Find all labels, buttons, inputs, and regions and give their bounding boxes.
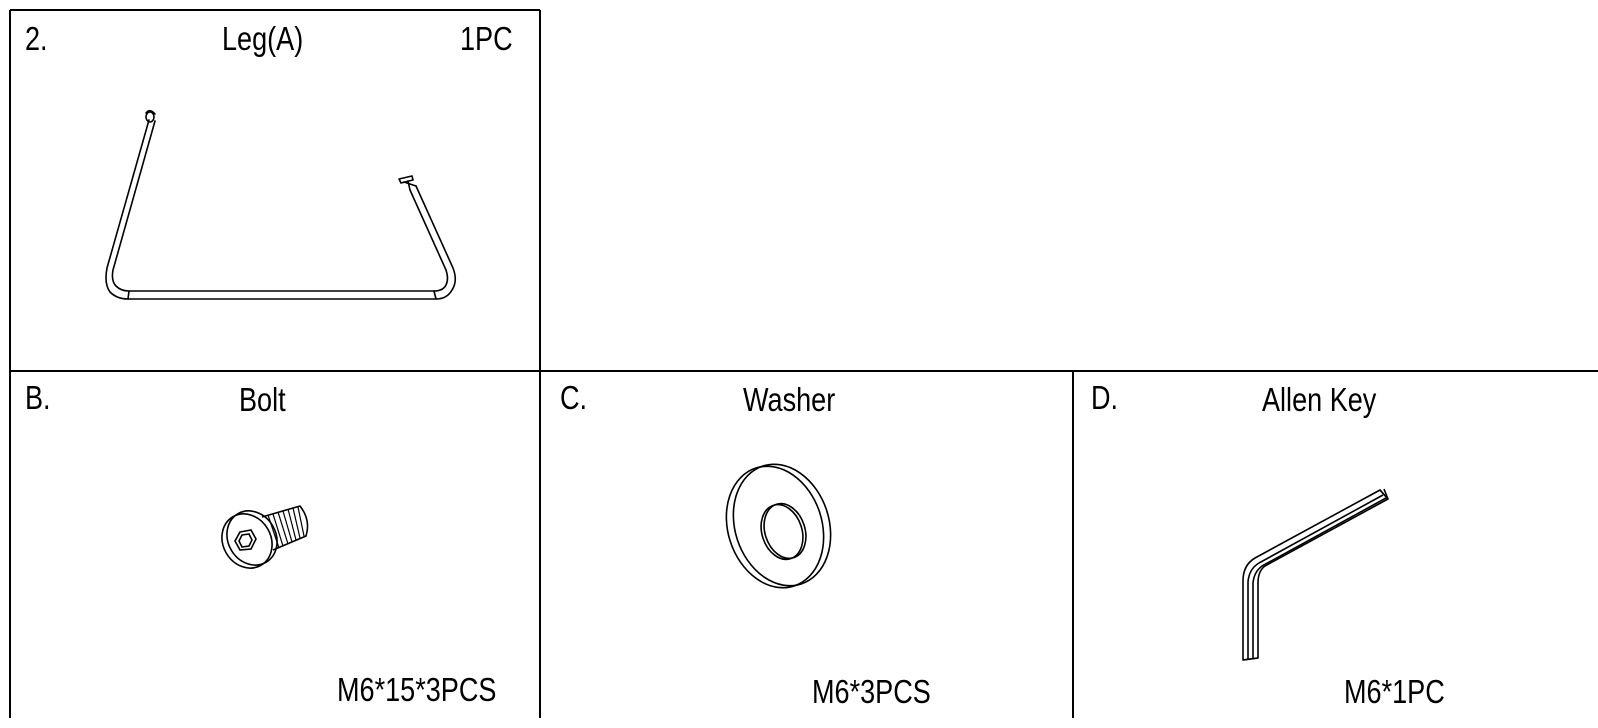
flat-washer-icon xyxy=(725,463,832,589)
part-name-leg-a: Leg(A) xyxy=(222,20,304,57)
part-index-allen-key: D. xyxy=(1091,379,1119,416)
part-quantity-bolt: M6*15*3PCS xyxy=(337,671,497,708)
u-shaped-leg-icon xyxy=(105,109,457,300)
part-quantity-washer: M6*3PCS xyxy=(812,673,931,710)
hex-socket-bolt-icon xyxy=(221,505,309,569)
allen-key-icon xyxy=(1242,488,1389,661)
part-index-leg-a: 2. xyxy=(25,20,48,57)
part-name-washer: Washer xyxy=(743,381,836,418)
part-index-bolt: B. xyxy=(25,379,51,416)
part-quantity-leg-a: 1PC xyxy=(460,20,513,57)
part-quantity-allen-key: M6*1PC xyxy=(1344,673,1445,710)
part-name-bolt: Bolt xyxy=(239,381,286,418)
part-index-washer: C. xyxy=(560,379,588,416)
grid-frame xyxy=(9,9,1598,718)
part-name-allen-key: Allen Key xyxy=(1262,381,1377,418)
